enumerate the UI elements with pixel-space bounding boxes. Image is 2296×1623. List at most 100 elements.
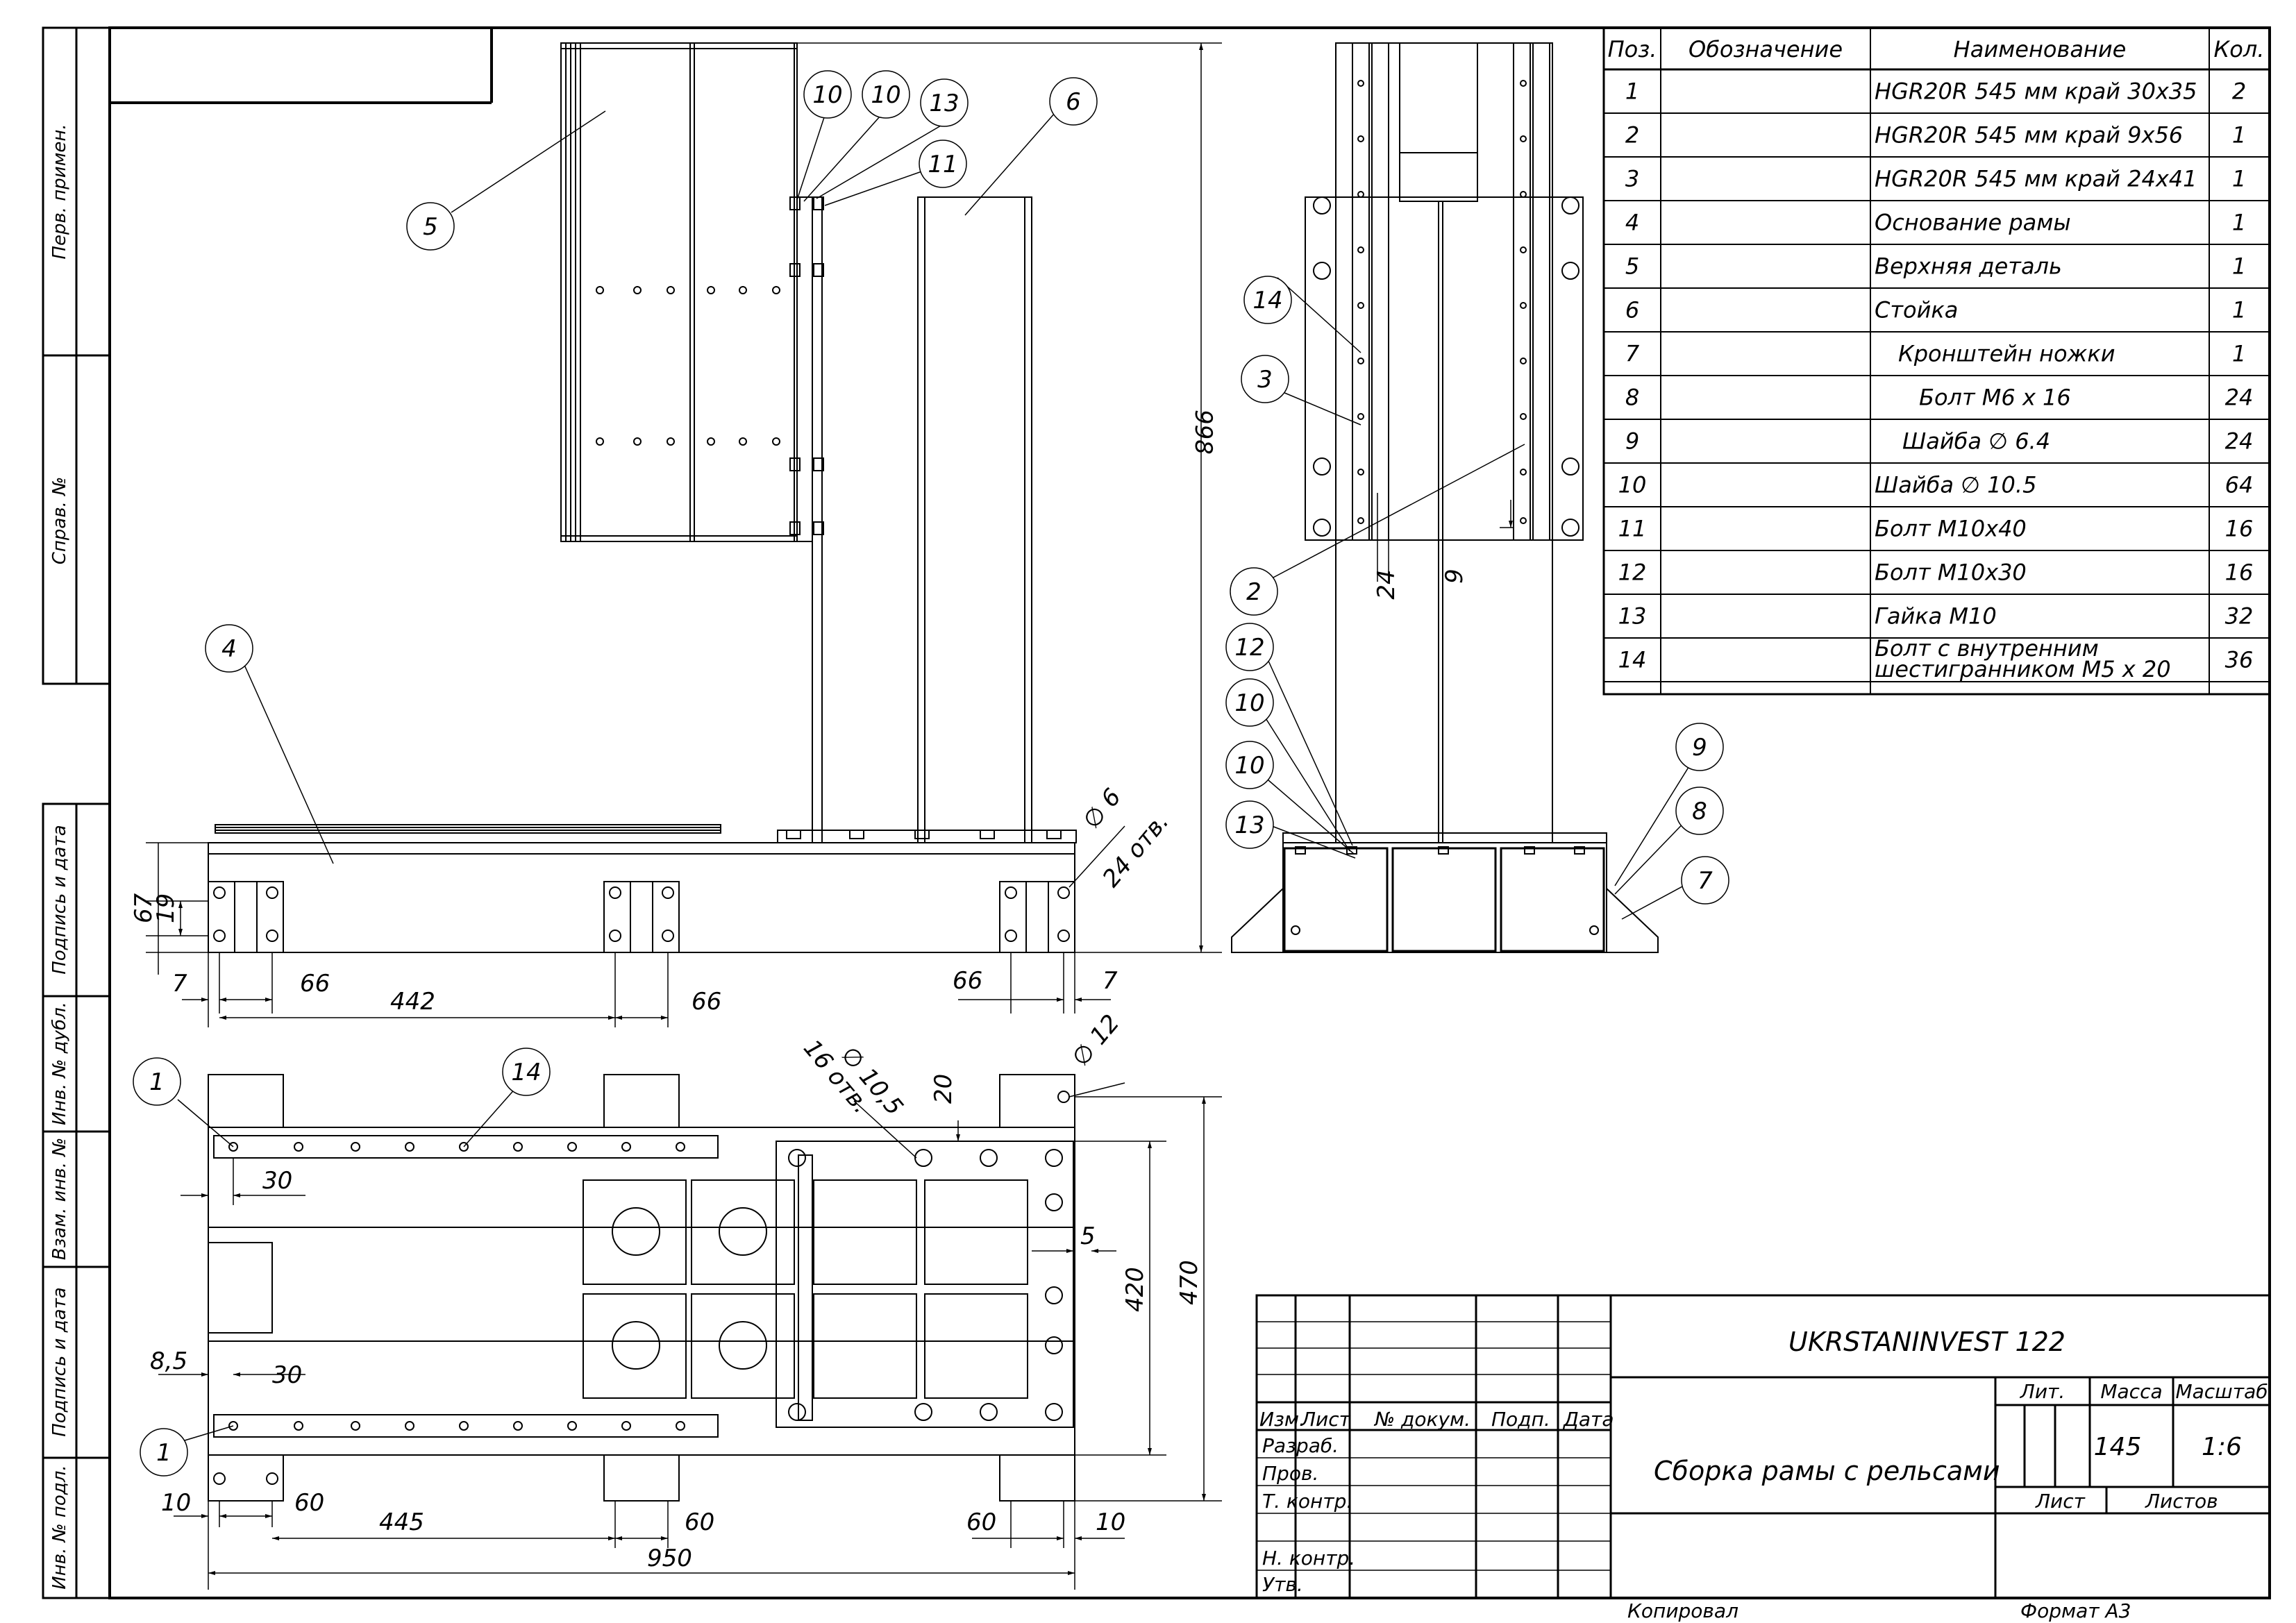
bom-name: Болт М10х40 [1875,516,2027,542]
callout-10-side-a: 10 [1234,689,1264,717]
callout-3: 3 [1257,366,1273,394]
callout-14-side: 14 [1252,287,1282,314]
plan-view-callouts [133,1048,551,1477]
bom-qty: 1 [2232,297,2246,323]
stamp-sprav-no: Справ. № [49,477,70,564]
bom-qty: 2 [2232,78,2246,105]
bom-name: Шайба ∅ 6.4 [1902,428,2050,455]
side-view [1231,42,1659,953]
callout-4: 4 [221,635,237,663]
tb-col-list: Лист [1300,1408,1351,1431]
bom-pos: 7 [1625,341,1640,367]
bom-pos: 10 [1618,472,1647,498]
bom-qty: 1 [2232,166,2246,192]
tb-role-checked: Пров. [1262,1462,1318,1485]
bom-name: Верхняя деталь [1875,253,2062,280]
tb-role-approved: Утв. [1262,1573,1303,1596]
bom-qty: 36 [2225,647,2254,673]
dim-30-top: 30 [262,1167,292,1195]
callout-13-side: 13 [1234,812,1264,839]
top-part [560,42,798,542]
bom-pos: 13 [1618,603,1647,630]
bom-pos: 3 [1625,166,1639,192]
dim-30-bottom: 30 [272,1361,302,1389]
leg-brackets-front [208,881,1075,953]
frame-base [208,842,1075,953]
side-view-callouts [1225,276,1729,905]
bom-pos: 9 [1625,428,1639,455]
bom-row: 6 Стойка 1 [1625,297,2246,323]
tb-role-norm-control: Н. контр. [1262,1547,1355,1570]
dim-8-5: 8,5 [150,1347,187,1375]
callout-10b: 10 [871,81,900,109]
bom-name: HGR20R 545 мм край 30х35 [1875,78,2197,105]
bom-name: Кронштейн ножки [1898,341,2115,367]
stamp-signature-date-1: Подпись и дата [49,825,70,974]
side-view-dimensions [1263,277,1698,920]
dim-442: 442 [390,988,435,1016]
plan-view [208,1074,1075,1502]
dim-445: 445 [379,1508,424,1536]
bom-pos: 2 [1625,122,1639,149]
stamp-inv-podl: Инв. № подл. [49,1465,70,1589]
bom-name: Гайка М10 [1875,603,1997,630]
callout-12: 12 [1234,634,1264,662]
tb-company: UKRSTANINVEST 122 [1788,1327,2065,1357]
dim-470: 470 [1175,1260,1203,1305]
dim-10-left: 10 [161,1489,191,1517]
tb-mass-label: Масса [2100,1380,2162,1403]
callout-5: 5 [423,213,438,241]
tb-copied-label: Копировал [1627,1599,1738,1622]
dim-67: 67 [130,893,158,923]
bom-name: HGR20R 545 мм край 24х41 [1875,166,2197,192]
tb-col-izm: Изм. [1259,1408,1305,1431]
callout-9: 9 [1692,734,1707,762]
plan-rail-bolts [228,1142,685,1431]
tb-lit-label: Лит. [2020,1380,2065,1403]
dim-60-mid: 60 [685,1508,714,1536]
top-part-holes [596,286,780,446]
bom-row: 3 HGR20R 545 мм край 24х41 1 [1625,166,2246,192]
hole-diameter-label: ∅ 6 [1078,784,1127,834]
dim-950: 950 [647,1545,692,1572]
side-stamp: Перв. примен. Справ. № Подпись и дата Ин… [42,26,111,1599]
front-view-dimensions [146,43,1203,1027]
bom-header-name: Наименование [1954,36,2127,62]
front-view-callout-labels: 5 10 10 13 11 6 4 [221,81,1081,663]
bom-pos: 5 [1625,253,1639,280]
bom-pos: 14 [1618,647,1647,673]
bom-qty: 16 [2225,516,2254,542]
bom-name: Стойка [1875,297,1958,323]
tb-doc-title: Сборка рамы с рельсами [1654,1456,2000,1486]
bom-header-qty: Кол. [2214,36,2265,62]
callout-11: 11 [928,151,957,178]
dim-60-right: 60 [966,1508,996,1536]
callout-14-plan: 14 [511,1059,541,1086]
bom-name: Шайба ∅ 10.5 [1875,472,2036,498]
front-view-callouts [205,70,1098,864]
stamp-signature-date-2: Подпись и дата [49,1287,70,1436]
stamp-inv-dubl: Инв. № дубл. [49,1002,70,1125]
bom-pos: 8 [1625,385,1639,411]
bom-pos: 6 [1625,297,1639,323]
dim-9: 9 [1441,569,1468,584]
callout-1-bottom: 1 [156,1439,171,1467]
tb-sheet-label: Лист [2035,1490,2086,1513]
bom-qty: 1 [2232,122,2246,149]
tb-col-date: Дата [1562,1408,1614,1431]
dim-24: 24 [1373,569,1400,599]
bom-header-designation: Обозначение [1689,36,1843,62]
tb-scale: 1:6 [2202,1433,2242,1461]
callout-2: 2 [1246,578,1262,606]
bom-name: Болт М10х30 [1875,560,2027,586]
callout-1-top: 1 [149,1068,165,1096]
front-view [208,42,1222,953]
